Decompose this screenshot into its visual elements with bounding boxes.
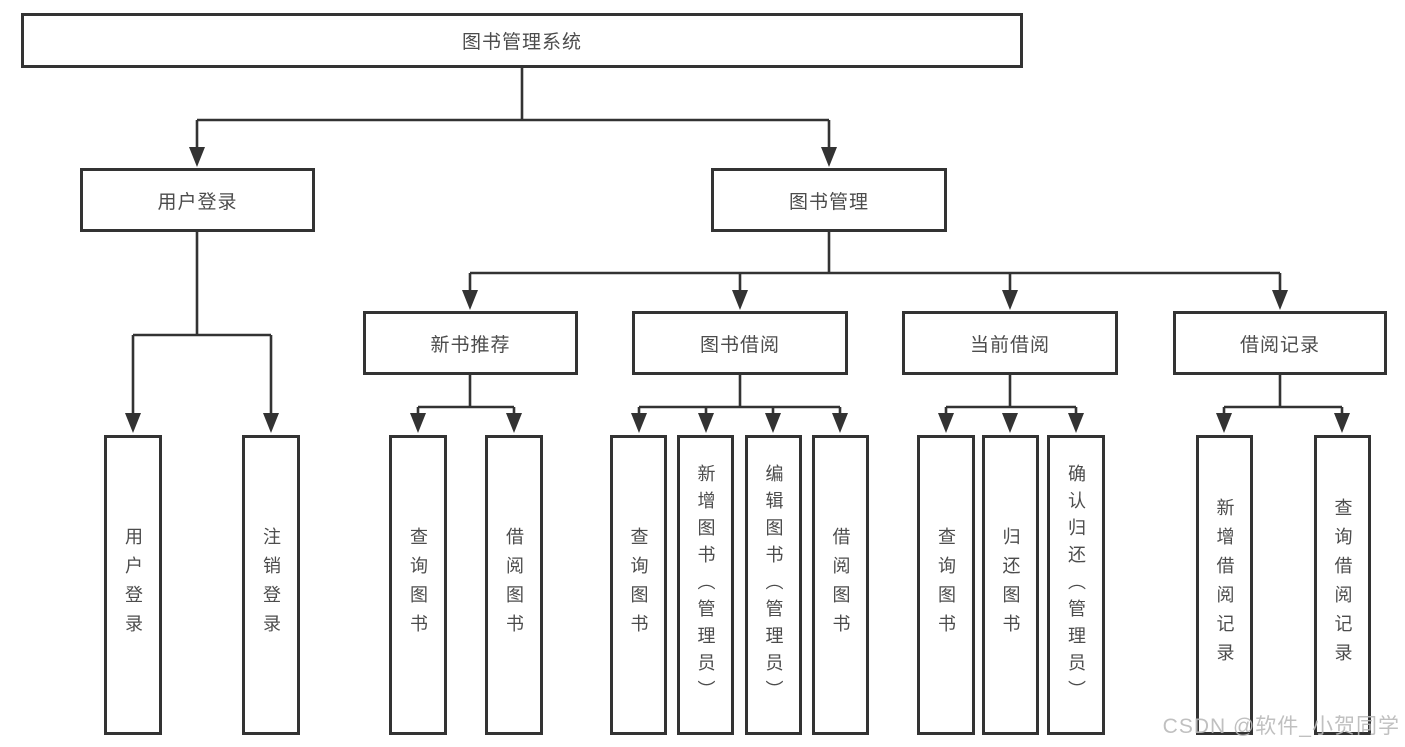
leaf-edit-books-admin: 编辑图书（管理员） — [745, 435, 802, 735]
leaf-recommend-query-books: 查询图书 — [389, 435, 447, 735]
watermark: CSDN @软件_小贺同学 — [1162, 715, 1400, 738]
leaf-current-query-books: 查询图书 — [917, 435, 975, 735]
node-current-borrow: 当前借阅 — [902, 311, 1118, 375]
leaf-borrow-query-books: 查询图书 — [610, 435, 667, 735]
leaf-borrow-books: 借阅图书 — [812, 435, 869, 735]
leaf-return-books: 归还图书 — [982, 435, 1039, 735]
node-new-book-recommend: 新书推荐 — [363, 311, 578, 375]
node-borrow-records: 借阅记录 — [1173, 311, 1387, 375]
leaf-add-borrow-record: 新增借阅记录 — [1196, 435, 1253, 735]
leaf-recommend-borrow-books: 借阅图书 — [485, 435, 543, 735]
node-book-management: 图书管理 — [711, 168, 947, 232]
node-book-borrow: 图书借阅 — [632, 311, 848, 375]
node-root: 图书管理系统 — [21, 13, 1023, 68]
node-user-login: 用户登录 — [80, 168, 315, 232]
leaf-user-login: 用户登录 — [104, 435, 162, 735]
leaf-logout: 注销登录 — [242, 435, 300, 735]
leaf-query-borrow-record: 查询借阅记录 — [1314, 435, 1371, 735]
leaf-add-books-admin: 新增图书（管理员） — [677, 435, 734, 735]
leaf-confirm-return-admin: 确认归还（管理员） — [1047, 435, 1105, 735]
